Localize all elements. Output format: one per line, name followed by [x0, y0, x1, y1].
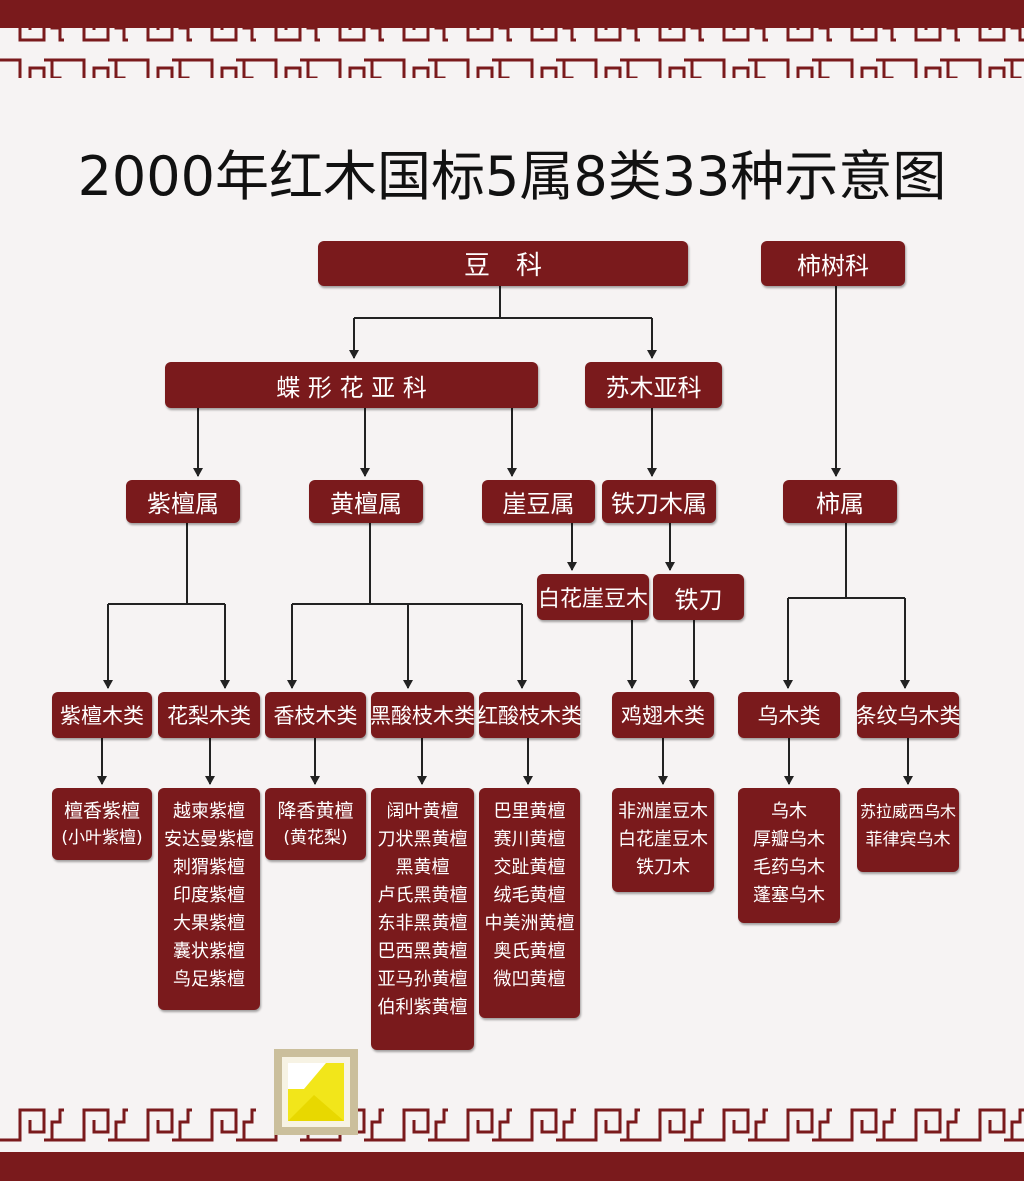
logo-icon: [274, 1049, 358, 1135]
species-item: 非洲崖豆木: [618, 801, 708, 822]
species-item: 乌木: [771, 801, 807, 822]
node-iron-knife: 铁刀: [653, 574, 744, 620]
species-item: 檀香紫檀: [63, 800, 140, 822]
species-item: 巴里黄檀: [493, 801, 566, 822]
species-item: 安达曼紫檀: [164, 829, 254, 850]
category-heisuanzhi: 黑酸枝木类: [370, 692, 475, 738]
species-item: 微凹黄檀: [493, 969, 566, 990]
category-jichi: 鸡翅木类: [612, 692, 714, 738]
category-wumu: 乌木类: [738, 692, 840, 738]
species-item: 绒毛黄檀: [493, 885, 566, 906]
genus-dalbergia: 黄檀属: [309, 480, 423, 523]
species-item: 厚瓣乌木: [753, 829, 825, 850]
species-item: 毛药乌木: [753, 857, 825, 878]
species-item: 奥氏黄檀: [493, 941, 566, 962]
species-item: 菲律宾乌木: [865, 830, 951, 850]
bottom-border-pattern: [0, 1100, 1024, 1181]
species-item: 鸟足紫檀: [173, 969, 245, 990]
category-xiangzhi: 香枝木类: [265, 692, 366, 738]
genus-pterocarpus: 紫檀属: [126, 480, 240, 523]
category-tiaowen: 条纹乌木类: [856, 692, 961, 738]
species-item: 囊状紫檀: [173, 941, 245, 962]
species-list-hongsuanzhi: 巴里黄檀 赛川黄檀 交趾黄檀 绒毛黄檀 中美洲黄檀 奥氏黄檀 微凹黄檀: [479, 788, 580, 1018]
species-item: 印度紫檀: [173, 885, 245, 906]
species-item: 降香黄檀: [277, 800, 354, 822]
species-item: 铁刀木: [636, 857, 690, 878]
species-list-heisuanzhi: 阔叶黄檀 刀状黑黄檀 黑黄檀 卢氏黑黄檀 东非黑黄檀 巴西黑黄檀 亚马孙黄檀 伯…: [371, 788, 474, 1050]
node-white-flower-millettia: 白花崖豆木: [537, 574, 649, 620]
species-item: 巴西黑黄檀: [377, 941, 468, 962]
species-item: 刀状黑黄檀: [377, 829, 468, 850]
species-item: 中美洲黄檀: [484, 913, 575, 934]
species-item: 越柬紫檀: [173, 801, 245, 822]
species-list-huali: 越柬紫檀 安达曼紫檀 刺猬紫檀 印度紫檀 大果紫檀 囊状紫檀 鸟足紫檀: [158, 788, 260, 1010]
category-hongsuanzhi: 红酸枝木类: [477, 692, 582, 738]
species-item: 卢氏黑黄檀: [377, 885, 468, 906]
species-list-wumu: 乌木 厚瓣乌木 毛药乌木 蓬塞乌木: [738, 788, 840, 923]
genus-diospyros: 柿属: [783, 480, 897, 523]
genus-millettia: 崖豆属: [482, 480, 595, 523]
species-list-zitan: 檀香紫檀 (小叶紫檀): [52, 788, 152, 860]
species-item: 蓬塞乌木: [753, 885, 825, 906]
species-item: 伯利紫黄檀: [377, 997, 468, 1018]
species-item: 大果紫檀: [173, 913, 245, 934]
species-item: 东非黑黄檀: [377, 913, 468, 934]
species-item: 赛川黄檀: [493, 829, 566, 850]
diagram-title: 2000年红木国标5属8类33种示意图: [77, 145, 947, 208]
species-list-tiaowen: 苏拉威西乌木 菲律宾乌木: [857, 788, 959, 872]
species-item: 苏拉威西乌木: [859, 802, 956, 821]
species-item: 阔叶黄檀: [386, 801, 459, 822]
species-item: (黄花梨): [283, 828, 348, 848]
subfamily-caesalpinioideae: 苏木亚科: [585, 362, 722, 408]
category-zitan: 紫檀木类: [52, 692, 152, 738]
species-item: 亚马孙黄檀: [377, 969, 468, 990]
subfamily-papilionoideae: 蝶 形 花 亚 科: [165, 362, 538, 408]
species-item: 刺猬紫檀: [173, 857, 245, 878]
species-item: 交趾黄檀: [493, 857, 566, 878]
genus-cassia: 铁刀木属: [602, 480, 716, 523]
species-item: 黑黄檀: [395, 857, 450, 878]
species-item: (小叶紫檀): [61, 828, 143, 848]
top-border-pattern: [0, 0, 1024, 78]
family-legume: 豆 科: [318, 241, 688, 286]
category-huali: 花梨木类: [158, 692, 260, 738]
species-list-jichi: 非洲崖豆木 白花崖豆木 铁刀木: [612, 788, 714, 892]
species-item: 白花崖豆木: [618, 829, 708, 850]
species-list-xiangzhi: 降香黄檀 (黄花梨): [265, 788, 366, 860]
family-ebenaceae: 柿树科: [761, 241, 905, 286]
